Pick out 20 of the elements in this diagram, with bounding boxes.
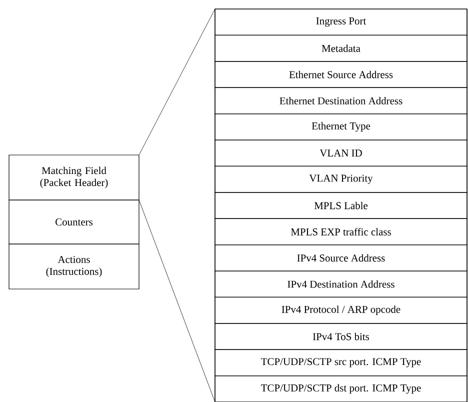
table-cell: Ethernet Destination Address xyxy=(214,87,468,114)
table-cell: TCP/UDP/SCTP dst port. ICMP Type xyxy=(214,376,468,402)
table-cell: TCP/UDP/SCTP src port. ICMP Type xyxy=(214,349,468,376)
zoom-line xyxy=(138,200,216,402)
table-cell: Counters xyxy=(8,200,140,244)
table-cell: Ethernet Type xyxy=(214,114,468,140)
table-cell: MPLS EXP traffic class xyxy=(214,218,468,246)
table-cell: Metadata xyxy=(214,34,468,62)
table-cell: Ingress Port xyxy=(214,8,468,36)
table-cell: Ethernet Source Address xyxy=(214,61,468,88)
table-cell: MPLS Lable xyxy=(214,192,468,219)
table-cell: IPv4 ToS bits xyxy=(214,323,468,350)
zoom-line xyxy=(138,8,216,156)
table-cell: Actions (Instructions) xyxy=(8,244,140,290)
table-cell: VLAN Priority xyxy=(214,166,468,193)
table-cell: IPv4 Protocol / ARP opcode xyxy=(214,296,468,324)
table-cell: IPv4 Source Address xyxy=(214,244,468,272)
table-cell: Matching Field (Packet Header) xyxy=(8,154,140,200)
table-cell: IPv4 Destination Address xyxy=(214,270,468,298)
table-cell: VLAN ID xyxy=(214,140,468,166)
